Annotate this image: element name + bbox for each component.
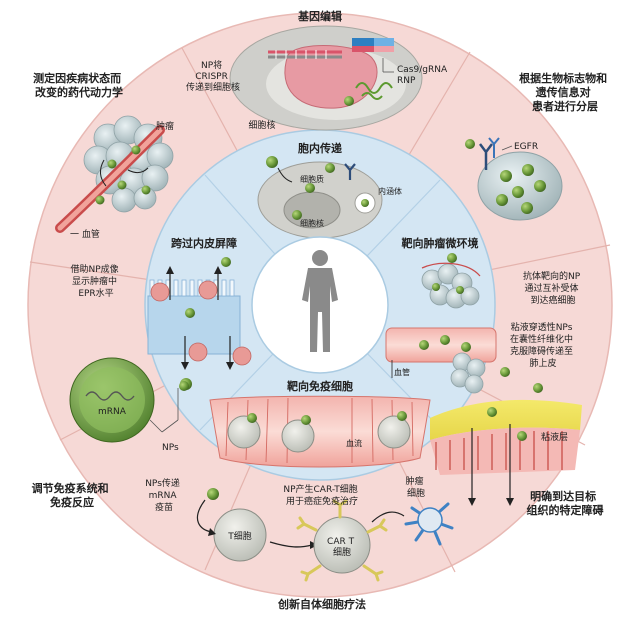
intracellular-cell-illustration [257, 156, 383, 239]
label-np-vaccine: NPs传递 mRNA 疫苗 [145, 477, 183, 513]
outer-title-top: 基因编辑 [297, 9, 342, 23]
label-nps: NPs [162, 443, 179, 453]
outer-title-bottom: 创新自体细胞疗法 [277, 597, 366, 611]
label-car-np: NP产生CAR-T细胞 用于癌症免疫治疗 [283, 483, 360, 507]
label-np-crispr: NP将 CRISPR 传递到细胞核 [186, 60, 240, 93]
gene-editing-illustration [229, 25, 423, 131]
label-tumor: 肿瘤 [156, 120, 174, 132]
inner-title-top: 胞内传递 [298, 141, 342, 155]
endothelial-barrier-illustration [147, 257, 252, 391]
label-antibody-np: 抗体靶向的NP 通过互补受体 到达癌细胞 [523, 270, 583, 306]
label-mucus-np: 粘液穿透性NPs 在囊性纤维化中 克服障碍传递至 肺上皮 [510, 321, 576, 369]
label-endosome: 内涵体 [378, 186, 402, 196]
center-human [251, 236, 389, 374]
tumor-microenvironment-illustration [385, 253, 497, 394]
label-egfr: EGFR [514, 142, 538, 152]
label-car-t: CAR T 细胞 [327, 537, 357, 558]
label-cytoplasm: 细胞质 [300, 174, 324, 184]
inner-title-bottom: 靶向免疫细胞 [287, 379, 353, 393]
label-t-cell: T细胞 [227, 530, 252, 542]
label-cas9: Cas9/gRNA RNP [397, 65, 450, 86]
outer-title-bottom-right: 明确到达目标 组织的特定障碍 [527, 489, 604, 517]
immune-vessel-illustration [209, 395, 431, 468]
label-nucleus-outer: 细胞核 [248, 119, 275, 131]
label-mrna: mRNA [98, 407, 127, 417]
mrna-nanoparticle-illustration [69, 357, 192, 443]
tumor-vessel-illustration [55, 115, 174, 233]
outer-title-top-left: 测定因疾病状态而 改变的药代动力学 [33, 71, 125, 99]
inner-title-left: 跨过内皮屏障 [171, 236, 237, 250]
egfr-cell-illustration [465, 137, 563, 221]
label-blood-flow: 血流 [346, 438, 362, 448]
label-nucleus-inner: 细胞核 [300, 218, 324, 228]
label-np-imaging: 借助NP成像 显示肿瘤中 EPR水平 [70, 263, 121, 299]
inner-title-right: 靶向肿瘤微环境 [402, 236, 479, 250]
outer-title-bottom-left: 调节免疫系统和 免疫反应 [32, 481, 113, 509]
car-t-illustration [196, 488, 454, 582]
label-tumor-cell: 肿瘤 细胞 [406, 475, 427, 499]
outer-title-top-right: 根据生物标志物和 遗传信息对 患者进行分层 [519, 71, 611, 113]
label-vessel: 一 血管 [70, 228, 100, 240]
label-vessel-inner: 血管 [394, 367, 410, 377]
label-mucus-layer: 粘液层 [541, 431, 568, 443]
